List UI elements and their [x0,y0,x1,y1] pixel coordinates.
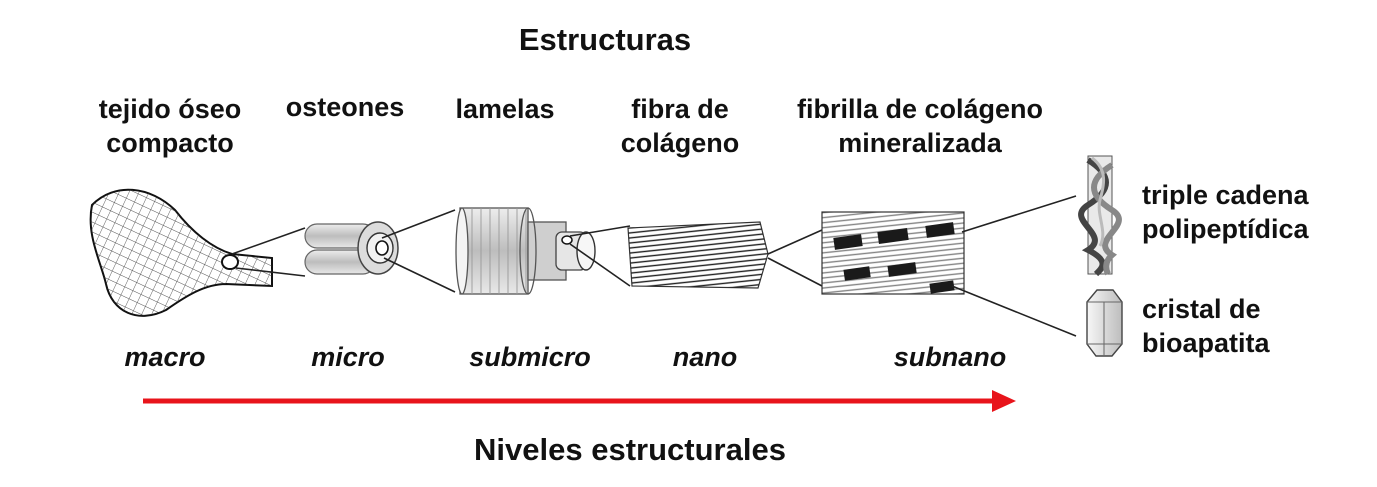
label-compact-bone-line1: tejido óseo [98,94,242,124]
axis-label: Niveles estructurales [474,432,786,467]
label-collagen-fiber: fibra de colágeno [590,92,770,160]
triple-helix-illustration [1078,155,1122,277]
level-macro: macro [124,342,206,372]
label-compact-bone: tejido óseo compacto [60,92,280,160]
label-crystal-line2: bioapatita [1142,328,1270,358]
levels-arrow [143,390,1016,412]
label-lamellae: lamelas [455,94,555,124]
mineralized-fibril-illustration [821,195,1077,337]
label-mineralized-fibril-line1: fibrilla de colágeno [796,94,1044,124]
level-micro: micro [311,342,385,372]
collagen-fiber-illustration [627,221,823,289]
label-triple-helix-line2: polipeptídica [1142,214,1309,244]
compact-bone-illustration [89,188,306,317]
label-collagen-fiber-line1: fibra de [631,94,729,124]
label-mineralized-fibril: fibrilla de colágeno mineralizada [780,92,1060,160]
crystal-illustration [1086,289,1123,357]
label-triple-helix-line1: triple cadena [1142,180,1309,210]
label-crystal-line1: cristal de [1142,294,1261,324]
label-mineralized-fibril-line2: mineralizada [838,128,1002,158]
label-compact-bone-line2: compacto [106,128,234,158]
osteons-illustration [304,209,456,293]
level-nano: nano [672,342,738,372]
level-submicro: submicro [469,342,591,372]
level-subnano: subnano [893,342,1007,372]
label-crystal: cristal de bioapatita [1142,292,1270,360]
label-osteons: osteones [285,92,405,122]
label-collagen-fiber-line2: colágeno [620,128,740,158]
diagram-title: Estructuras [518,22,692,57]
lamellae-illustration [455,207,631,295]
label-triple-helix: triple cadena polipeptídica [1142,178,1309,246]
